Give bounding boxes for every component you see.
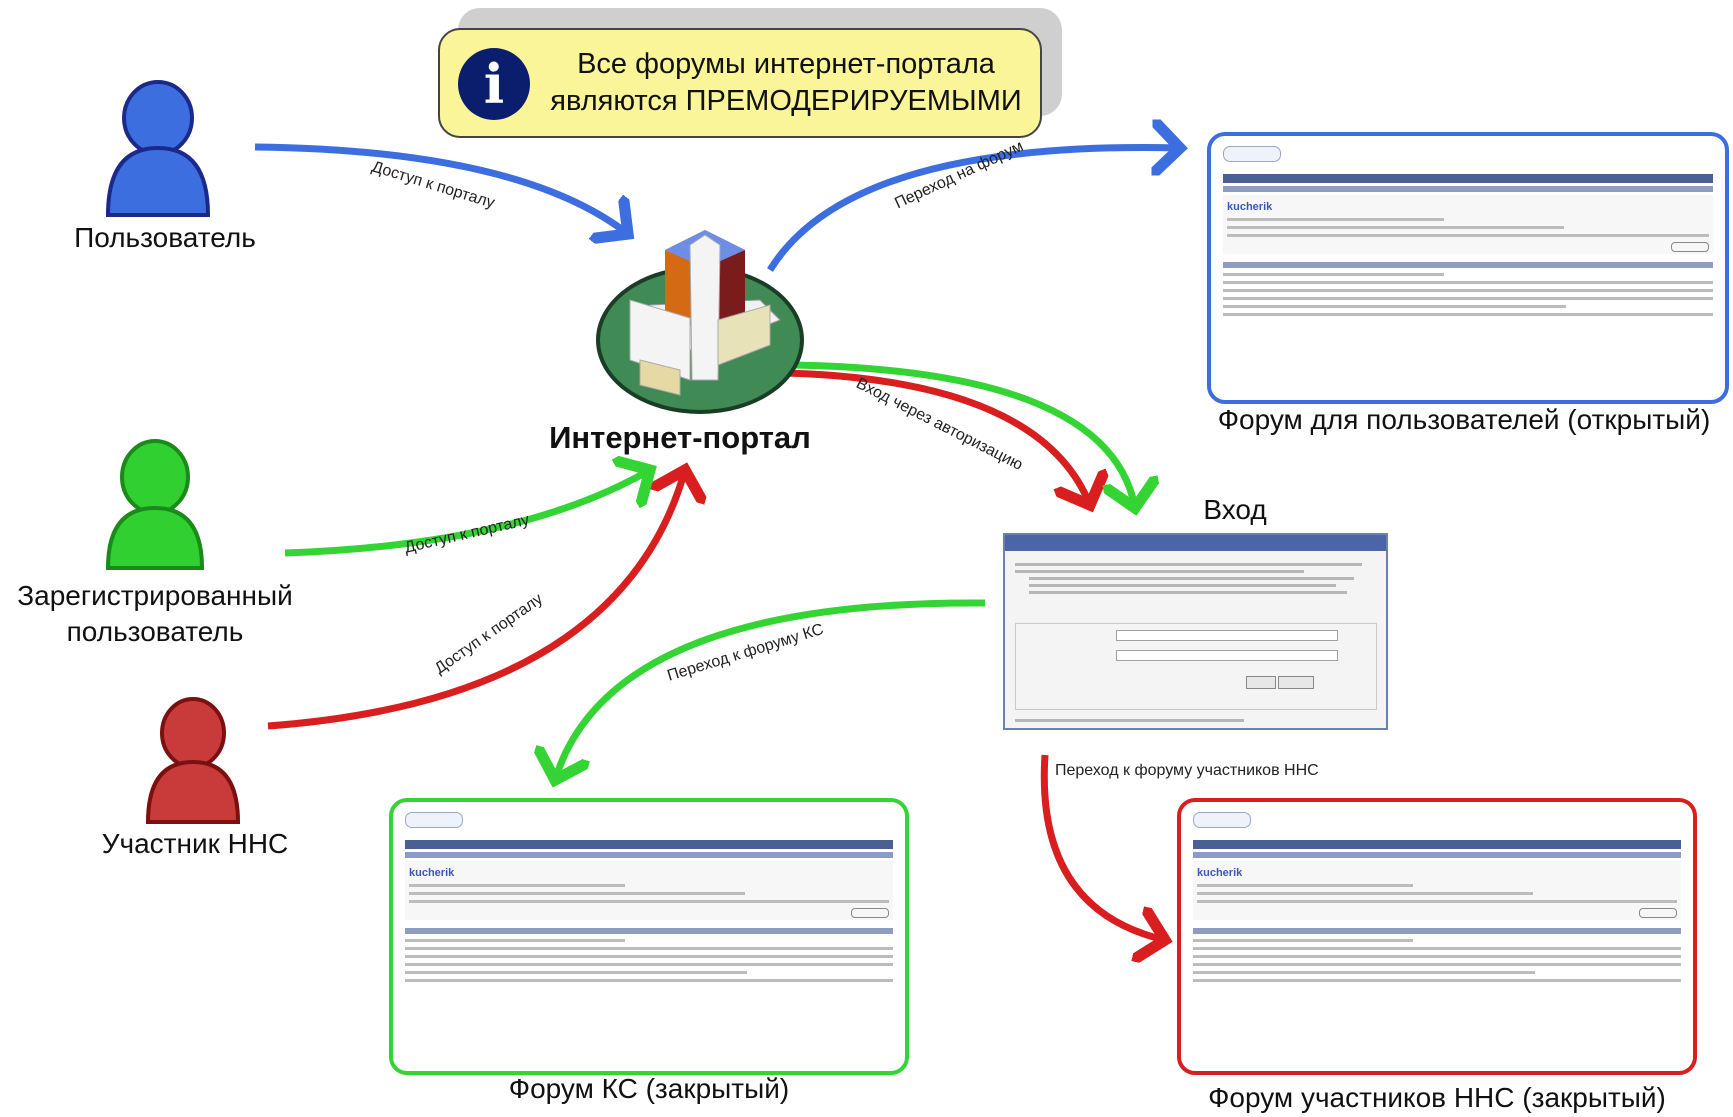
member-label: Участник ННС: [101, 828, 289, 859]
portal-building-icon: [596, 230, 804, 414]
info-icon: i: [458, 48, 530, 120]
login-footer-line: [1015, 719, 1244, 722]
registered-user-label: Зарегистрированный пользователь: [0, 578, 310, 650]
arrow-login-to-nns-forum: [1040, 754, 1165, 940]
notice-line-1: Все форумы интернет-портала: [577, 48, 995, 80]
forum-header-bar: [1223, 174, 1713, 183]
arrow-label-open-forum: Переход на форум: [892, 137, 1027, 213]
arrow-label-member-access: Доступ к порталу: [431, 590, 547, 678]
login-fieldset: [1015, 623, 1377, 710]
login-password-field: [1116, 650, 1338, 661]
premoderation-notice: i Все форумы интернет-портала являются П…: [438, 28, 1042, 138]
arrow-label-user-access: Доступ к порталу: [369, 158, 497, 212]
arrow-login-to-ks-forum: [555, 599, 986, 780]
notice-text: Все форумы интернет-портала являются ПРЕ…: [536, 46, 1036, 120]
forum-post: kucherik: [1193, 861, 1681, 920]
forum-ks-label: Форум КС (закрытый): [508, 1073, 790, 1104]
forum-header-bar: [405, 840, 893, 849]
login-title: Вход: [1203, 494, 1267, 525]
arrow-label-ks-forum: Переход к форуму КС: [665, 620, 826, 685]
login-dialog-thumbnail: [1003, 533, 1388, 730]
login-submit-button: [1246, 676, 1276, 689]
forum-post-author: kucherik: [1197, 867, 1243, 879]
login-dialog-body: [1005, 551, 1386, 606]
forum-nns-label: Форум участников ННС (закрытый): [1208, 1082, 1666, 1113]
arrow-label-nns-forum: Переход к форуму участников ННС: [1055, 762, 1319, 779]
notice-line-2: являются ПРЕМОДЕРИРУЕМЫМИ: [550, 85, 1022, 117]
forum-post: kucherik: [1223, 195, 1713, 254]
forum-ks-thumbnail: kucherik: [389, 798, 909, 1075]
forum-post-author: kucherik: [1227, 201, 1273, 213]
forum-tab: [1193, 812, 1251, 828]
arrow-member-to-portal: [267, 470, 685, 730]
forum-nns-thumbnail: kucherik: [1177, 798, 1697, 1075]
forum-open-label: Форум для пользователей (открытый): [1217, 404, 1711, 435]
forum-subheader-bar: [1223, 186, 1713, 192]
forum-subheader-bar: [1193, 852, 1681, 858]
forum-post: kucherik: [405, 861, 893, 920]
login-cancel-button: [1278, 676, 1314, 689]
forum-open-thumbnail: kucherik: [1207, 132, 1729, 404]
arrow-label-auth-login: Вход через авторизацию: [853, 374, 1026, 474]
forum-subheader-bar: [405, 852, 893, 858]
user-label: Пользователь: [74, 222, 256, 253]
forum-tab: [405, 812, 463, 828]
login-username-field: [1116, 630, 1338, 641]
registered-person-icon: [105, 439, 205, 570]
portal-label: Интернет-портал: [549, 420, 811, 455]
user-person-icon: [105, 80, 211, 217]
registered-label-line-2: пользователь: [66, 616, 244, 647]
login-dialog-header: [1005, 535, 1386, 551]
registered-label-line-1: Зарегистрированный: [17, 580, 293, 611]
member-person-icon: [145, 697, 241, 824]
forum-tab: [1223, 146, 1281, 162]
forum-post-author: kucherik: [409, 867, 455, 879]
arrow-label-registered-access: Доступ к порталу: [402, 511, 532, 557]
forum-header-bar: [1193, 840, 1681, 849]
